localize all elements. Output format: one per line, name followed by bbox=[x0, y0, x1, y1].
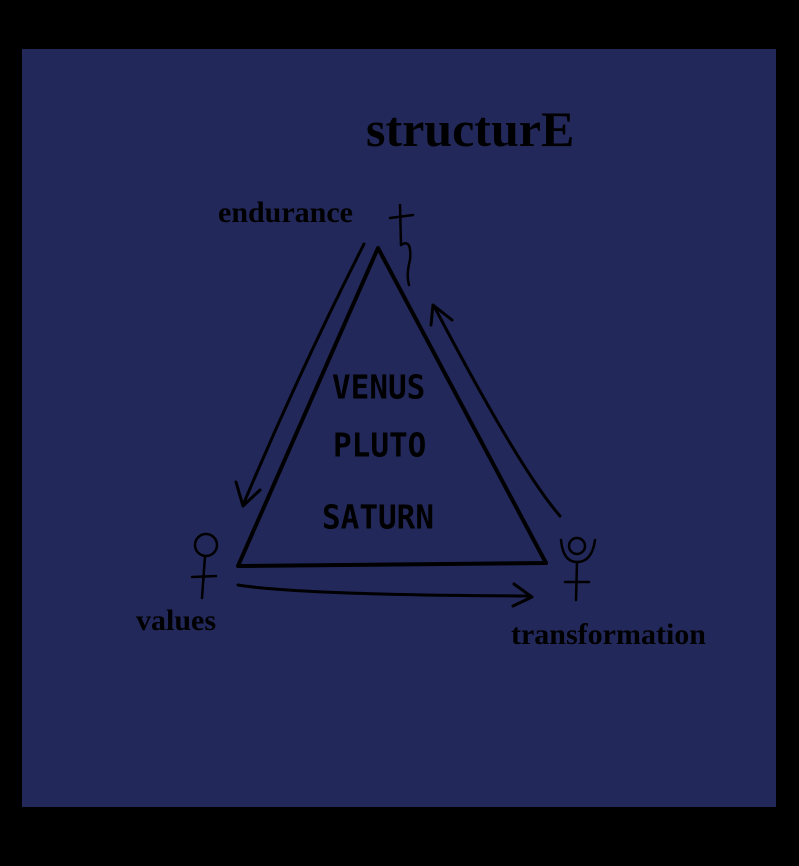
arrow-transformation-to-endurance bbox=[429, 303, 562, 518]
planet-pluto: PLUTO bbox=[333, 427, 427, 465]
planet-saturn: SATURN bbox=[322, 499, 434, 537]
venus-icon bbox=[190, 532, 219, 600]
arrow-values-to-transformation bbox=[236, 582, 534, 608]
label-endurance: endurance bbox=[218, 196, 353, 229]
diagram-panel bbox=[22, 49, 776, 807]
arrow-endurance-to-values bbox=[234, 242, 366, 508]
saturn-icon bbox=[388, 203, 415, 287]
diagram-title: structurE bbox=[366, 101, 575, 157]
pluto-icon bbox=[559, 536, 597, 602]
triangle bbox=[236, 246, 548, 568]
planet-venus: VENUS bbox=[332, 369, 426, 407]
label-transformation: transformation bbox=[511, 618, 706, 651]
label-values: values bbox=[136, 604, 217, 637]
